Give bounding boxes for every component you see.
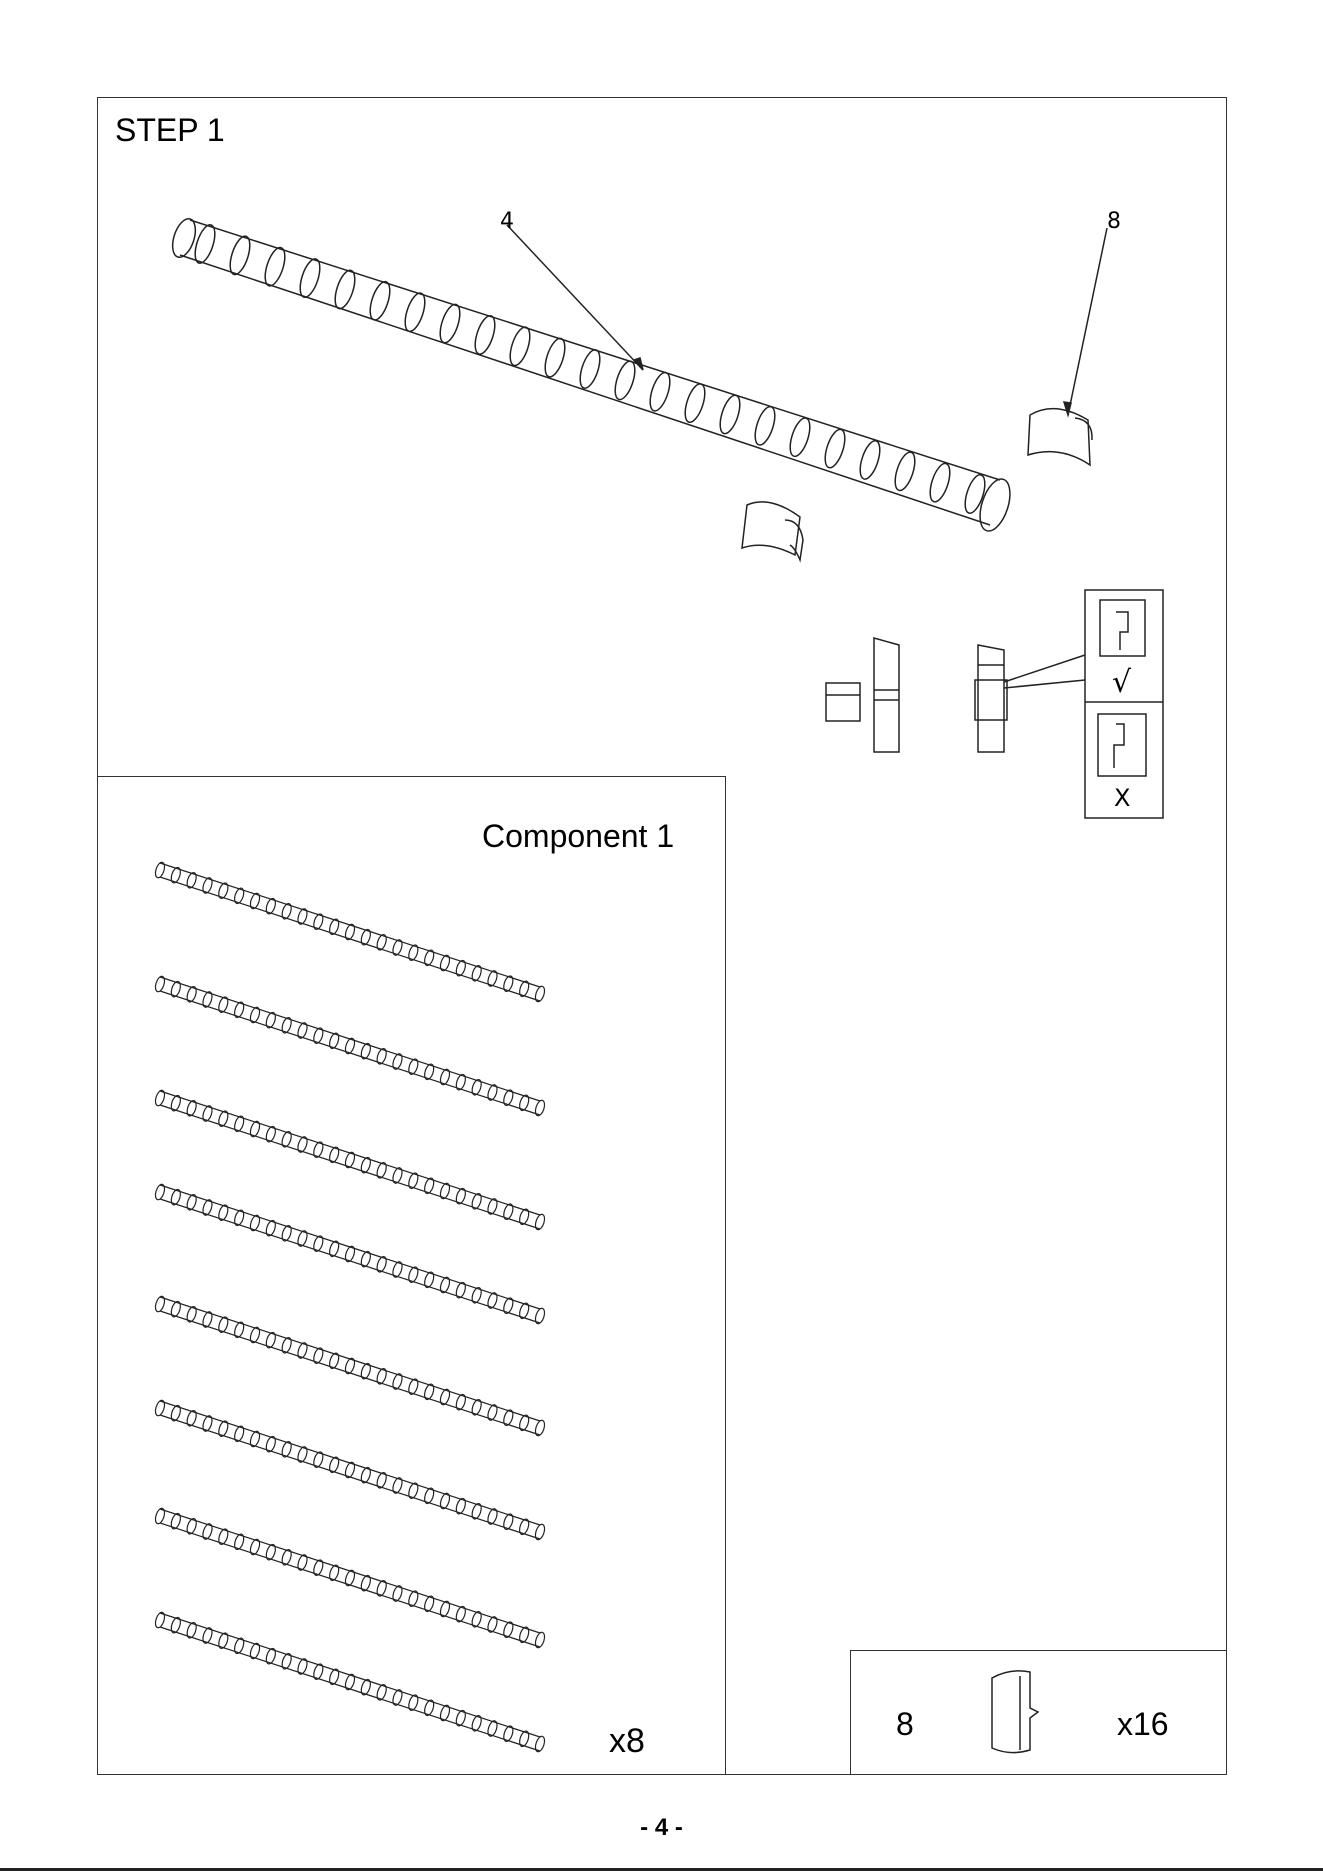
part-quantity: x16 — [1117, 1706, 1169, 1743]
page-number: - 4 - — [0, 1814, 1323, 1842]
